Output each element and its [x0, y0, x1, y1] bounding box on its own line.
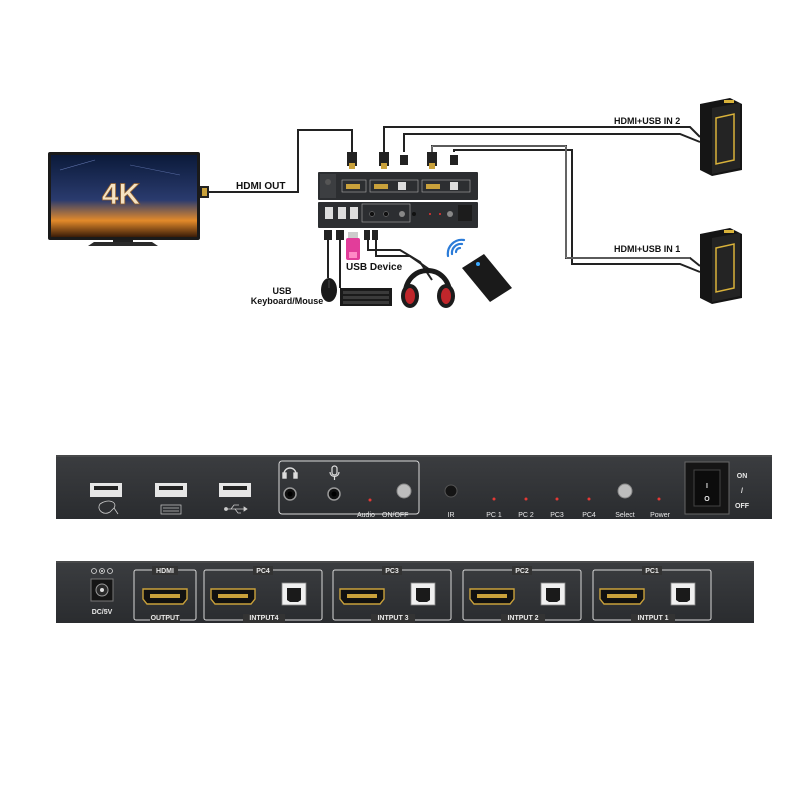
input-2-footer: INTPUT 2 [507, 615, 538, 622]
hdmi-output-header: HDMI [156, 568, 174, 575]
usb-device-label: USB Device [346, 262, 403, 273]
input-4-hdmi-port[interactable] [210, 588, 256, 605]
tv-4k-badge: 4K [102, 178, 141, 211]
pc2-led [524, 497, 528, 501]
hdmi-out-label: HDMI OUT [236, 181, 285, 192]
input-1-group: PC1 INTPUT 1 [592, 566, 712, 623]
pc2-cables [383, 126, 701, 152]
rocker-on-mark: I [706, 483, 708, 490]
switch-slash: / [741, 488, 743, 495]
switch-on-label: ON [737, 473, 748, 480]
hdmi-out-cable [208, 129, 353, 193]
keyboard-icon [160, 504, 182, 515]
back-panel: DC/5V HDMI OUTPUT PC4 INTPUT4 [56, 561, 754, 623]
front-panel: Audio ON/OFF IR PC 1 PC 2 PC3 PC4 Select… [56, 455, 772, 519]
input-4-group: PC4 INTPUT4 [203, 566, 323, 623]
hdmi-plug-out [347, 152, 357, 166]
audio-led [368, 498, 372, 502]
input-3-usb-b-port[interactable] [410, 582, 436, 606]
on-off-label: ON/OFF [382, 512, 408, 519]
pc4-led [587, 497, 591, 501]
usb-flash-drive [346, 232, 360, 260]
hdmi-usb-in-2-label: HDMI+USB IN 2 [614, 116, 680, 126]
hdmi-output-port[interactable] [142, 588, 188, 605]
mouse-icon [98, 500, 119, 515]
input-3-header: PC3 [385, 568, 399, 575]
input-1-footer: INTPUT 1 [637, 615, 668, 622]
power-rocker-switch[interactable]: I O [684, 461, 730, 515]
power-led [657, 497, 661, 501]
pc4-label: PC4 [582, 512, 596, 519]
input-2-usb-b-port[interactable] [540, 582, 566, 606]
input-1-usb-b-port[interactable] [670, 582, 696, 606]
power-label: Power [650, 512, 671, 519]
input-2-header: PC2 [515, 568, 529, 575]
input-3-group: PC3 INTPUT 3 [332, 566, 452, 623]
input-4-usb-b-port[interactable] [281, 582, 307, 606]
usb-plug-pc1 [450, 155, 458, 165]
select-label: Select [615, 512, 635, 519]
ir-remote [462, 254, 512, 302]
switch-off-label: OFF [735, 503, 750, 510]
pc1-label: PC 1 [486, 512, 502, 519]
audio-on-off-button[interactable] [396, 483, 412, 499]
mouse [321, 278, 337, 302]
input-4-header: PC4 [256, 568, 270, 575]
headphone-icon [282, 467, 298, 479]
front-usb-port-1[interactable] [90, 483, 122, 497]
usb-symbol-icon [224, 504, 248, 514]
audio-label: Audio [357, 512, 375, 519]
input-1-hdmi-port[interactable] [599, 588, 645, 605]
ir-label: IR [448, 512, 455, 519]
front-usb-port-2[interactable] [155, 483, 187, 497]
pc3-led [555, 497, 559, 501]
pc-tower-1 [700, 228, 742, 304]
input-2-group: PC2 INTPUT 2 [462, 566, 582, 623]
input-4-footer: INTPUT4 [249, 615, 278, 622]
usb-plug-pc2 [400, 155, 408, 165]
pc2-label: PC 2 [518, 512, 534, 519]
pc1-led [492, 497, 496, 501]
wireless-signal-icon [446, 238, 466, 258]
input-2-hdmi-port[interactable] [469, 588, 515, 605]
hdmi-usb-in-1-label: HDMI+USB IN 1 [614, 244, 680, 254]
front-usb-port-3[interactable] [219, 483, 251, 497]
usb-keyboard-mouse-label-line2: Keyboard/Mouse [251, 296, 324, 306]
kvm-unit-illustration [318, 172, 478, 228]
output-label: OUTPUT [151, 615, 181, 622]
select-button[interactable] [617, 483, 633, 499]
microphone-icon [329, 465, 340, 480]
pc-tower-2 [700, 98, 742, 176]
ir-receiver [444, 484, 458, 498]
input-3-footer: INTPUT 3 [377, 615, 408, 622]
dc-label: DC/5V [92, 609, 113, 616]
usb-keyboard-mouse-label-line1: USB [272, 286, 292, 296]
pc3-label: PC3 [550, 512, 564, 519]
keyboard [340, 288, 392, 306]
hdmi-plug-pc2 [379, 152, 389, 166]
tv-monitor: 4K [48, 152, 200, 246]
headphones [401, 268, 455, 308]
pc1-cables-inner [431, 145, 690, 259]
input-1-header: PC1 [645, 568, 659, 575]
dc-polarity-icon [91, 568, 113, 574]
hdmi-plug-pc1 [427, 152, 437, 166]
rocker-off-mark: O [704, 496, 710, 503]
input-3-hdmi-port[interactable] [339, 588, 385, 605]
audio-section-frame [278, 460, 420, 515]
dc-power-jack[interactable] [90, 578, 114, 602]
